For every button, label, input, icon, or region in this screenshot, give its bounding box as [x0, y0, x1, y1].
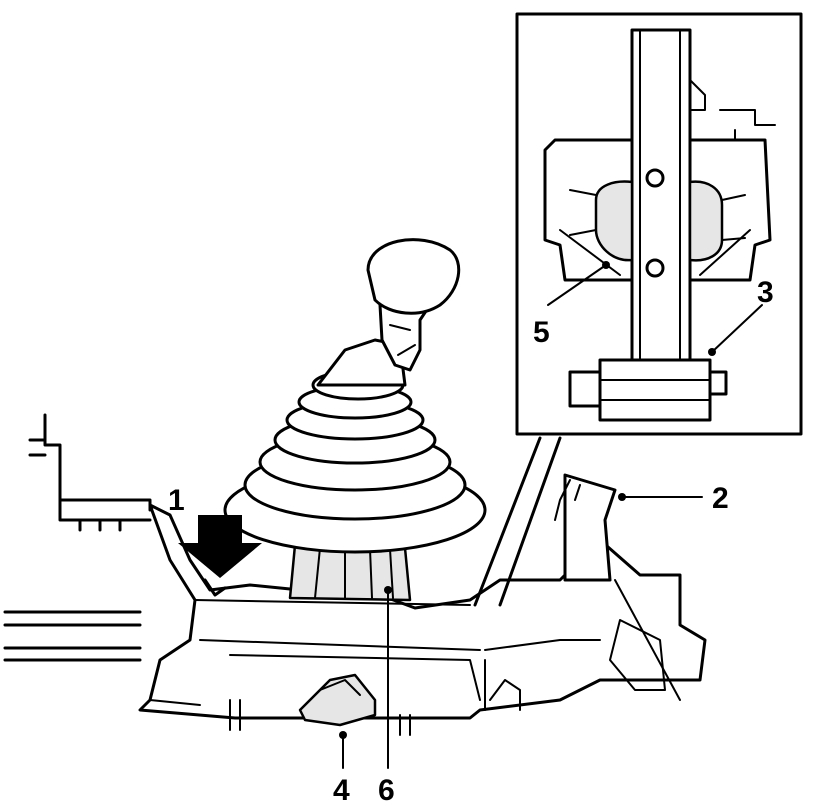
callout-1: 1	[168, 484, 185, 517]
gear-knob	[366, 238, 461, 372]
clip-part-4	[298, 673, 377, 727]
leader-lines	[339, 261, 763, 769]
callout-6: 6	[378, 774, 395, 807]
press-arrow	[178, 515, 262, 597]
bracket-part-2	[554, 473, 617, 582]
callout-3: 3	[757, 276, 774, 309]
mounting-bracket	[28, 413, 152, 532]
callout-4: 4	[333, 774, 350, 807]
shift-rods	[3, 610, 142, 662]
callout-5: 5	[533, 316, 550, 349]
inset-detail	[473, 12, 803, 607]
callout-2: 2	[712, 482, 729, 515]
shift-boot	[223, 338, 487, 554]
shifter-housing	[138, 503, 707, 736]
